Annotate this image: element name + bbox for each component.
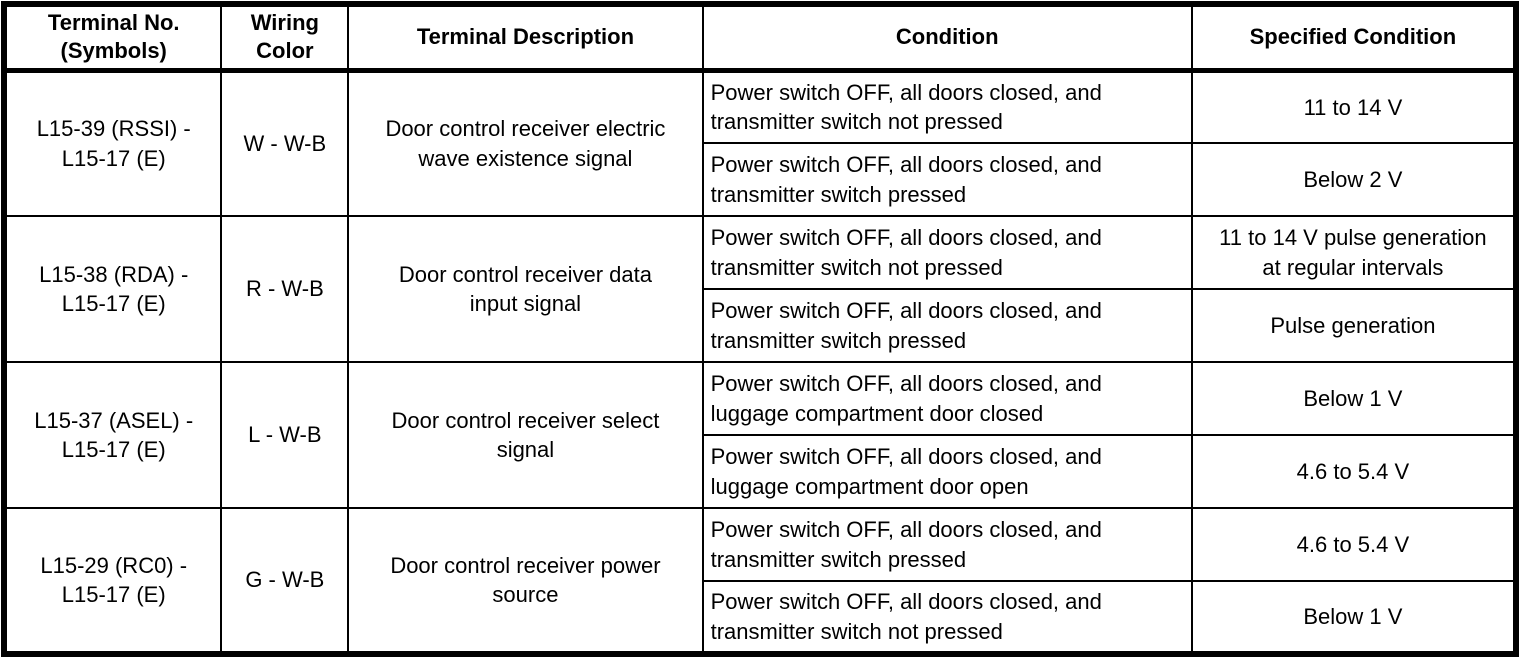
specified-condition-cell: Pulse generation bbox=[1190, 288, 1518, 363]
table-header: Terminal No. (Symbols) Wiring Color Term… bbox=[2, 3, 1518, 73]
specified-condition-cell: 11 to 14 V bbox=[1190, 69, 1518, 144]
condition-cell: Power switch OFF, all doors closed, and … bbox=[701, 580, 1193, 655]
specified-condition-cell: 4.6 to 5.4 V bbox=[1190, 434, 1518, 509]
specified-condition-cell: Below 1 V bbox=[1190, 361, 1518, 436]
table-row: Power switch OFF, all doors closed, and … bbox=[4, 142, 1518, 217]
description-cell: Door control receiver power source bbox=[347, 507, 704, 655]
table-row: L15-39 (RSSI) - L15-17 (E) W - W-B Door … bbox=[2, 69, 1518, 217]
condition-cell: Power switch OFF, all doors closed, and … bbox=[701, 434, 1193, 509]
description-cell: Door control receiver select signal bbox=[347, 361, 704, 509]
terminal-cell: L15-39 (RSSI) - L15-17 (E) bbox=[2, 69, 223, 217]
specified-condition-cell: 11 to 14 V pulse generation at regular i… bbox=[1190, 215, 1518, 290]
condition-cell: Power switch OFF, all doors closed, and … bbox=[701, 361, 1193, 436]
specified-condition-cell: Below 1 V bbox=[1190, 580, 1518, 655]
specified-condition-cell: Below 2 V bbox=[1190, 142, 1518, 217]
table-body: L15-39 (RSSI) - L15-17 (E) W - W-B Door … bbox=[2, 69, 1518, 655]
wiring-color-cell: L - W-B bbox=[220, 361, 350, 509]
table-row: L15-38 (RDA) - L15-17 (E) R - W-B Door c… bbox=[2, 215, 1518, 363]
header-terminal-no: Terminal No. (Symbols) bbox=[2, 3, 223, 73]
terminal-cell: L15-29 (RC0) - L15-17 (E) bbox=[2, 507, 223, 655]
table-row: L15-29 (RC0) - L15-17 (E) G - W-B Door c… bbox=[2, 507, 1518, 655]
terminal-cell: L15-38 (RDA) - L15-17 (E) bbox=[2, 215, 223, 363]
condition-cell: Power switch OFF, all doors closed, and … bbox=[701, 215, 1193, 290]
condition-cell: Power switch OFF, all doors closed, and … bbox=[701, 507, 1193, 582]
specified-condition-cell: 4.6 to 5.4 V bbox=[1190, 507, 1518, 582]
table-header-row: Terminal No. (Symbols) Wiring Color Term… bbox=[2, 3, 1518, 73]
table-row: L15-37 (ASEL) - L15-17 (E) L - W-B Door … bbox=[2, 361, 1518, 509]
condition-cell: Power switch OFF, all doors closed, and … bbox=[701, 69, 1193, 144]
description-cell: Door control receiver data input signal bbox=[347, 215, 704, 363]
header-specified-condition: Specified Condition bbox=[1190, 3, 1518, 73]
terminal-cell: L15-37 (ASEL) - L15-17 (E) bbox=[2, 361, 223, 509]
wiring-color-cell: G - W-B bbox=[220, 507, 350, 655]
header-condition: Condition bbox=[701, 3, 1193, 73]
condition-cell: Power switch OFF, all doors closed, and … bbox=[701, 288, 1193, 363]
header-terminal-description: Terminal Description bbox=[347, 3, 704, 73]
wiring-color-cell: R - W-B bbox=[220, 215, 350, 363]
description-cell: Door control receiver electric wave exis… bbox=[347, 69, 704, 217]
wiring-color-cell: W - W-B bbox=[220, 69, 350, 217]
table-row: Power switch OFF, all doors closed, and … bbox=[4, 580, 1518, 655]
table-row: Power switch OFF, all doors closed, and … bbox=[4, 434, 1518, 509]
table-row: Power switch OFF, all doors closed, and … bbox=[4, 288, 1518, 363]
condition-cell: Power switch OFF, all doors closed, and … bbox=[701, 142, 1193, 217]
header-wiring-color: Wiring Color bbox=[220, 3, 350, 73]
